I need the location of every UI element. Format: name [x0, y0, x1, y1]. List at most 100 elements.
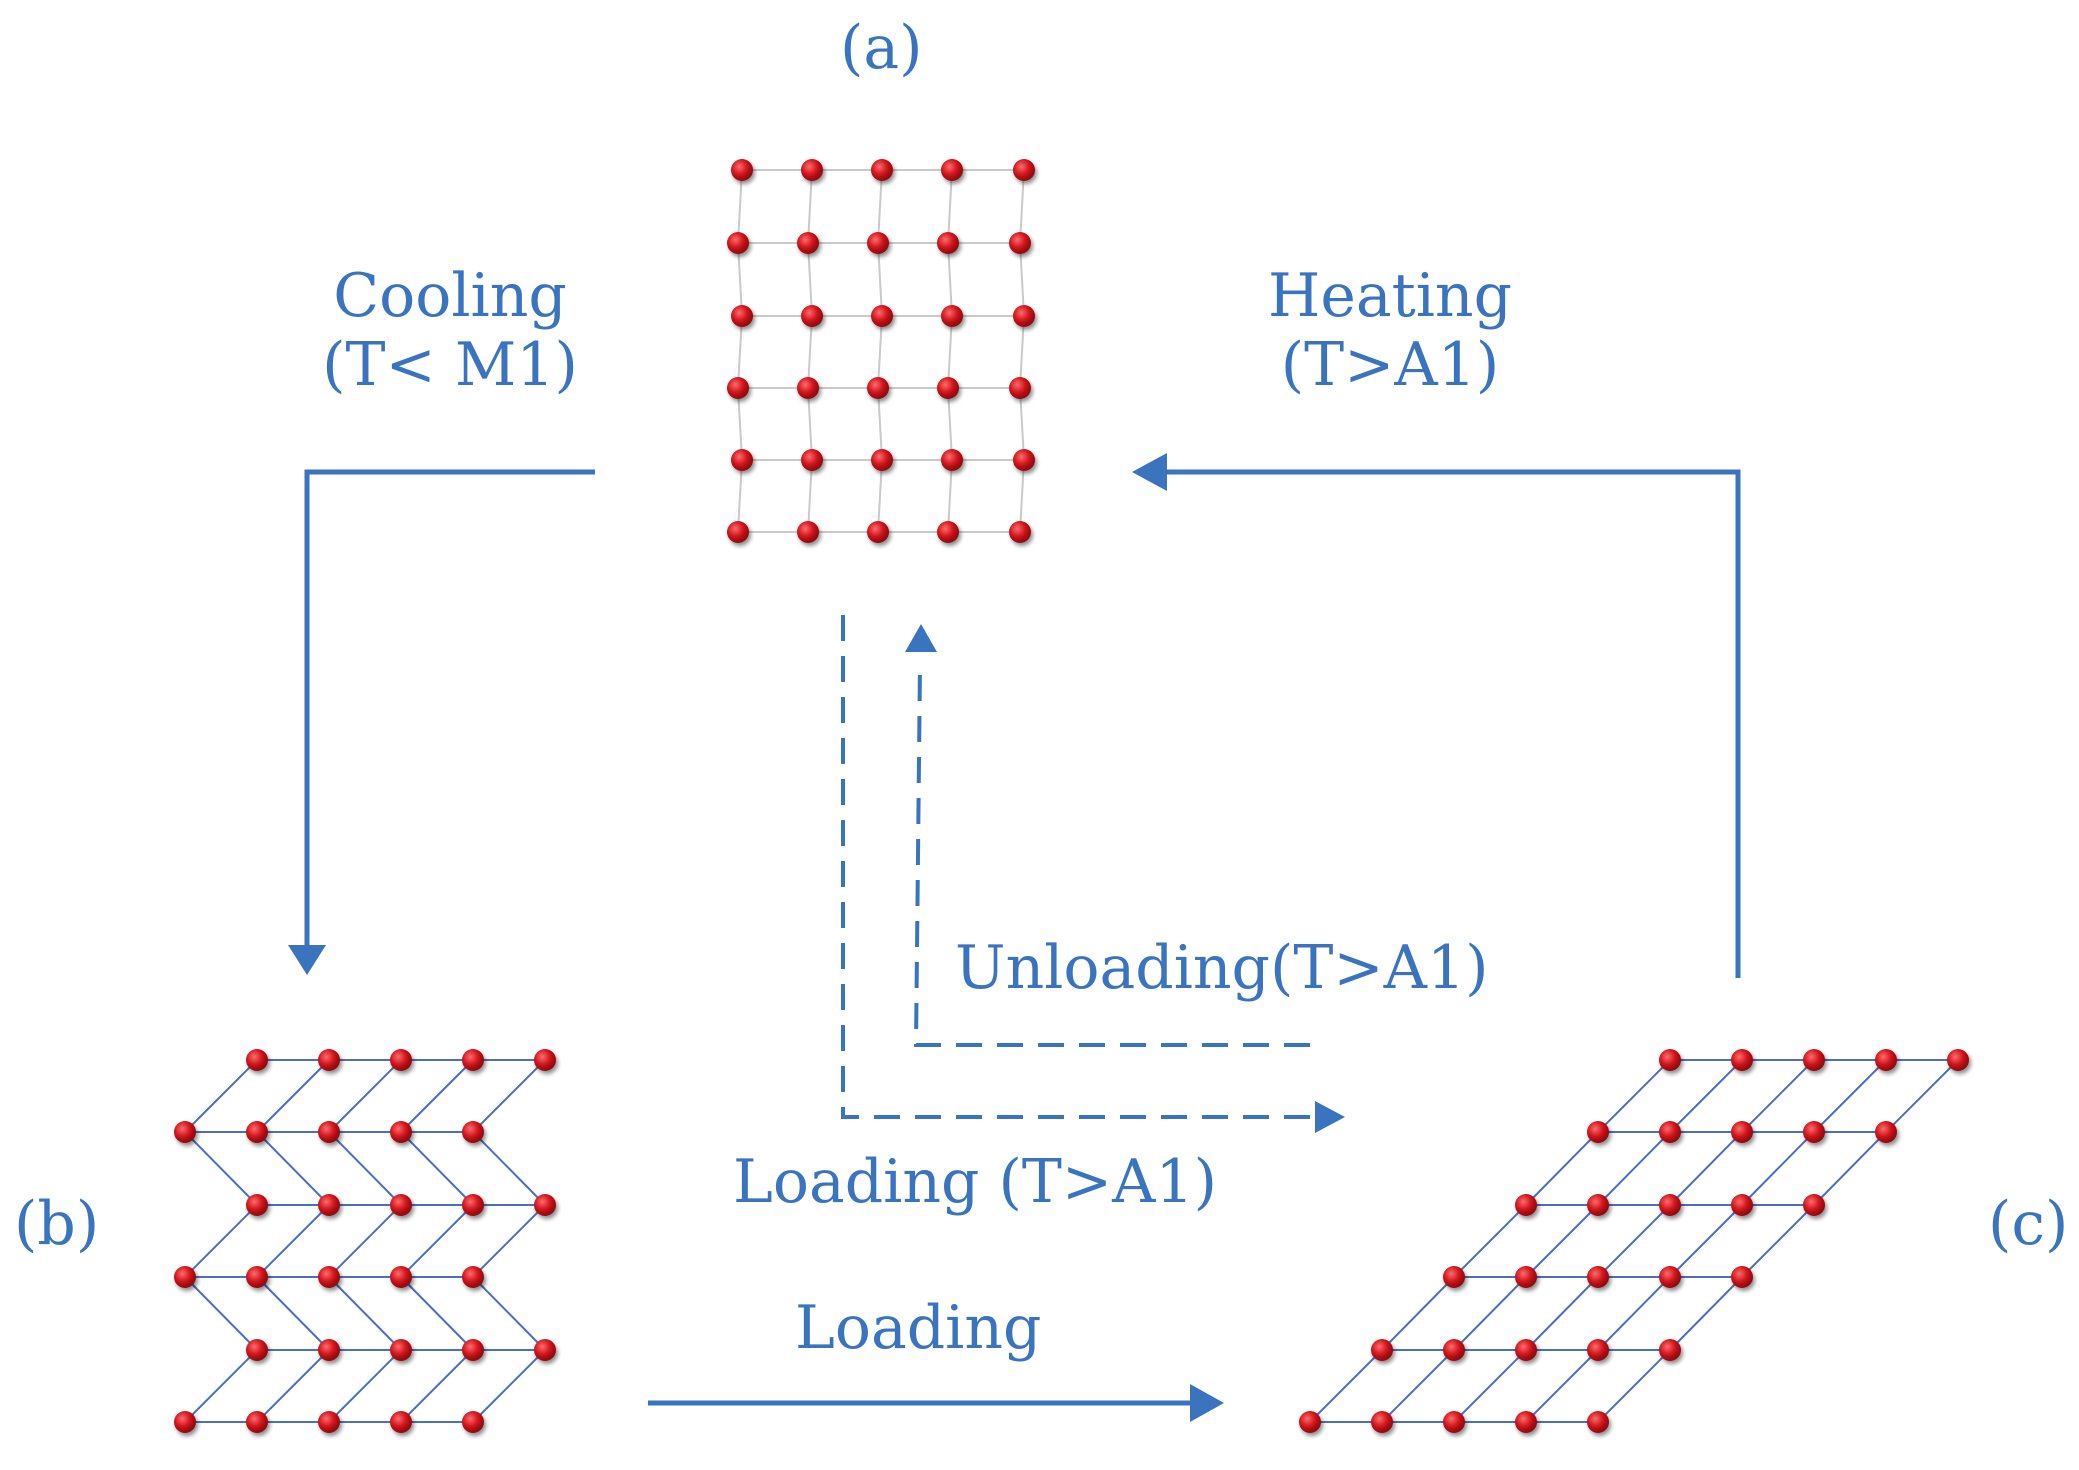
lattice-atom	[937, 521, 959, 543]
lattice-bond	[400, 1276, 474, 1351]
lattice-bond	[1597, 1131, 1671, 1206]
lattice-bond	[184, 1059, 258, 1133]
lattice-bond	[1453, 1204, 1527, 1278]
lattice-atom	[462, 1194, 484, 1216]
lattice-atom	[1587, 1194, 1609, 1216]
lattice-atom	[462, 1121, 484, 1143]
lattice-atom	[318, 1266, 340, 1288]
lattice-atom	[246, 1194, 268, 1216]
lattice-atom	[462, 1339, 484, 1361]
lattice-atom	[1587, 1411, 1609, 1433]
lattice-atom	[318, 1194, 340, 1216]
lattice-atom	[462, 1266, 484, 1288]
lattice-atom	[1875, 1121, 1897, 1143]
lattice-bond	[1019, 459, 1025, 533]
lattice-bond	[400, 1059, 474, 1133]
lattice-atom	[534, 1194, 556, 1216]
heating-arrow	[1132, 453, 1741, 978]
lattice-bond	[1741, 1131, 1815, 1206]
lattice-atom	[1731, 1049, 1753, 1071]
lattice-bond	[256, 1349, 330, 1423]
lattice-atom	[1371, 1411, 1393, 1433]
lattice-atom	[731, 449, 753, 471]
unloading-label: Unloading(T>A1)	[955, 933, 1489, 1003]
lattice-bond	[256, 1204, 330, 1278]
lattice-bond	[947, 387, 953, 461]
lattice-bond	[184, 1204, 258, 1278]
lattice-atom	[1659, 1339, 1681, 1361]
lattice-atom	[246, 1339, 268, 1361]
lattice-atom	[871, 159, 893, 181]
lattice-atom	[246, 1049, 268, 1071]
lattice-atom	[941, 305, 963, 327]
lattice-atom	[1009, 232, 1031, 254]
lattice-atom	[1013, 305, 1035, 327]
state-a-label: (a)	[840, 13, 923, 83]
lattice-bond	[1525, 1204, 1599, 1278]
lattice-atom	[318, 1339, 340, 1361]
lattice-atom	[1803, 1049, 1825, 1071]
lattice-atom	[871, 449, 893, 471]
lattice-atom	[1659, 1049, 1681, 1071]
heating-label: Heating	[1268, 261, 1512, 331]
lattice-atom	[534, 1339, 556, 1361]
lattice-bond	[807, 387, 813, 461]
lattice-atom	[797, 232, 819, 254]
heating-condition-label: (T>A1)	[1280, 330, 1500, 400]
lattice-bond	[1885, 1059, 1959, 1133]
lattice-atom	[867, 377, 889, 399]
lattice-atom	[462, 1411, 484, 1433]
lattice-bond	[472, 1276, 546, 1351]
loading-a1-arrow	[841, 615, 1345, 1133]
lattice-atom	[1659, 1266, 1681, 1288]
lattice-atom	[1659, 1121, 1681, 1143]
lattice-atom	[801, 305, 823, 327]
cooling-arrow	[288, 469, 595, 975]
lattice-atom	[246, 1411, 268, 1433]
lattice-bond	[877, 387, 883, 461]
lattice-atom	[1009, 377, 1031, 399]
lattice-atom	[1587, 1121, 1609, 1143]
lattice-bond	[1741, 1204, 1815, 1278]
lattice-atom	[867, 232, 889, 254]
lattice-bond	[256, 1276, 330, 1351]
lattice-atom	[318, 1121, 340, 1143]
lattice-atom	[731, 159, 753, 181]
unloading-arrow	[905, 624, 1310, 1047]
lattice-bond	[1597, 1349, 1671, 1423]
cooling-label: Cooling	[333, 261, 567, 331]
lattice-bond	[877, 459, 883, 533]
lattice-atom	[1515, 1411, 1537, 1433]
lattice-bond	[1597, 1204, 1671, 1278]
lattice-a-austenite	[727, 159, 1035, 543]
lattice-bond	[1453, 1349, 1527, 1423]
loading-arrow	[648, 1384, 1224, 1422]
lattice-atom	[867, 521, 889, 543]
lattice-atom	[462, 1049, 484, 1071]
lattice-bond	[737, 169, 743, 244]
lattice-bond	[1669, 1276, 1743, 1351]
lattice-atom	[318, 1411, 340, 1433]
cooling-condition-label: (T< M1)	[322, 330, 578, 400]
lattice-bond	[472, 1131, 546, 1206]
lattice-atom	[1009, 521, 1031, 543]
lattice-atom	[1443, 1266, 1465, 1288]
lattice-atom	[1515, 1339, 1537, 1361]
lattice-atom	[797, 377, 819, 399]
heating-label-block: Heating (T>A1)	[1240, 262, 1540, 400]
lattice-atom	[1731, 1266, 1753, 1288]
lattice-atom	[937, 232, 959, 254]
lattice-bond	[1597, 1059, 1671, 1133]
lattice-bond	[1525, 1349, 1599, 1423]
lattice-atom	[937, 377, 959, 399]
lattice-atom	[390, 1121, 412, 1143]
lattice-bond	[877, 315, 883, 389]
lattice-bond	[807, 169, 813, 244]
lattice-atom	[1587, 1266, 1609, 1288]
loading-a1-label: Loading (T>A1)	[733, 1147, 1218, 1217]
lattice-bond	[472, 1349, 546, 1423]
lattice-atom	[1803, 1194, 1825, 1216]
lattice-atom	[390, 1266, 412, 1288]
loading-label: Loading	[795, 1293, 1042, 1363]
lattice-bond	[256, 1131, 330, 1206]
